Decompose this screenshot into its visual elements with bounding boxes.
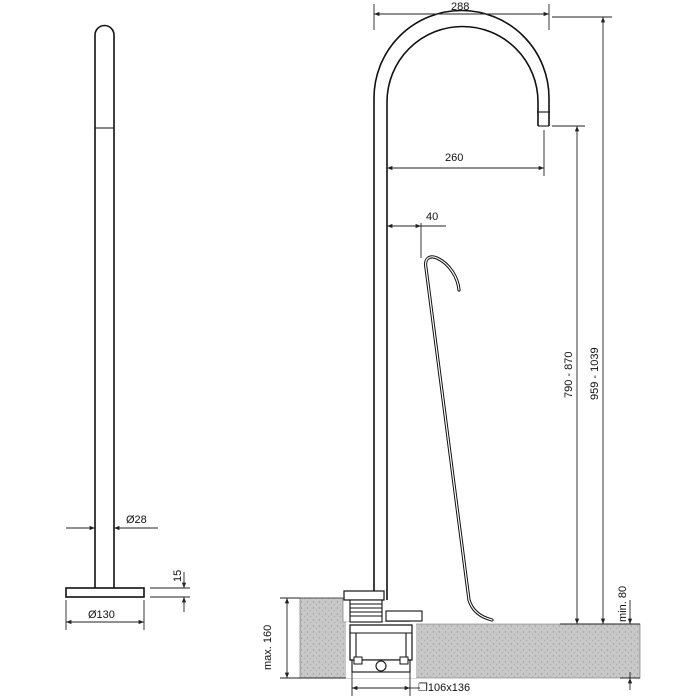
hand-shower-holder bbox=[385, 610, 423, 622]
spout-inner bbox=[386, 25, 539, 600]
hand-shower bbox=[424, 255, 494, 622]
side-diameter-label: Ø28 bbox=[126, 514, 147, 526]
side-view-tube bbox=[94, 24, 115, 588]
inlet-connection bbox=[375, 660, 387, 672]
spout-outer bbox=[373, 9, 550, 600]
side-view: Ø28 15 Ø130 bbox=[65, 24, 190, 630]
concealed-body bbox=[349, 624, 413, 661]
min-ground-label: min. 80 bbox=[617, 586, 629, 622]
side-base-height-label: 15 bbox=[172, 570, 184, 582]
hose-offset-label: 40 bbox=[426, 211, 438, 223]
side-base-diameter-label: Ø130 bbox=[88, 609, 115, 621]
spout-height-label: 790 - 870 bbox=[563, 352, 575, 398]
total-height-label: 959 - 1039 bbox=[589, 347, 601, 400]
spout-width-label: 288 bbox=[451, 1, 469, 13]
dimensions-main: 288 260 40 790 - 870 959 - 1039 min. 80 … bbox=[262, 1, 640, 696]
spout bbox=[373, 9, 550, 600]
spout-reach-label: 260 bbox=[445, 152, 463, 164]
max-box-label: max. 160 bbox=[262, 625, 274, 670]
base-assembly bbox=[343, 590, 423, 673]
hand-shower-hose bbox=[424, 255, 494, 622]
base-flange bbox=[343, 590, 385, 601]
side-view-base bbox=[65, 587, 145, 598]
box-size-label: ❐106x136 bbox=[418, 682, 470, 694]
threaded-collar bbox=[349, 599, 383, 623]
